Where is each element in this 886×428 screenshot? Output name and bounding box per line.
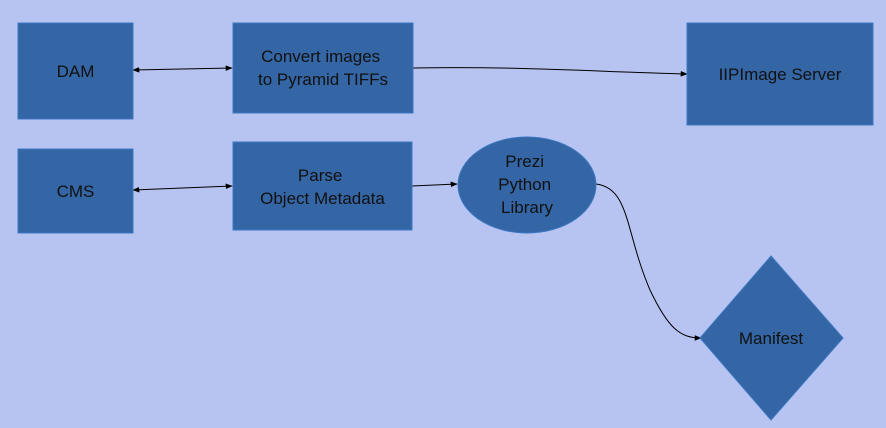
cms-label: CMS [57, 182, 95, 201]
dam-box [17, 22, 134, 120]
node-prezi-library: Prezi Python Library [457, 136, 597, 234]
convert-label-line-2: to Pyramid TIFFs [258, 70, 388, 89]
convert-box [232, 22, 414, 114]
node-cms: CMS [17, 148, 134, 234]
node-iipimage-server: IIPImage Server [686, 22, 874, 126]
prezi-label-line-3: Library [501, 198, 553, 217]
node-convert-images: Convert images to Pyramid TIFFs [232, 22, 414, 114]
parse-label-line-2: Object Metadata [260, 189, 385, 208]
dam-label: DAM [57, 62, 95, 81]
prezi-label: Prezi Python Library [498, 152, 556, 217]
edges [132, 65, 702, 341]
convert-label: Convert images to Pyramid TIFFs [258, 47, 388, 89]
manifest-label: Manifest [739, 329, 804, 348]
parse-label-line-1: Parse [298, 166, 342, 185]
cms-box [17, 148, 134, 234]
iipimage-box [686, 22, 874, 126]
edge-cms-parse [132, 183, 233, 193]
edge-dam-convert [132, 65, 233, 73]
prezi-label-line-1: Prezi [505, 152, 544, 171]
edge-prezi-manifest [595, 183, 702, 341]
parse-label: Parse Object Metadata [260, 166, 385, 208]
manifest-diamond [699, 255, 844, 421]
parse-box [232, 141, 413, 231]
node-parse-metadata: Parse Object Metadata [232, 141, 413, 231]
prezi-ellipse [457, 136, 597, 234]
edge-parse-prezi [411, 181, 458, 188]
iipimage-label: IIPImage Server [719, 65, 842, 84]
edge-convert-iipimage [412, 67, 688, 77]
prezi-label-line-2: Python [498, 175, 551, 194]
convert-label-line-1: Convert images [261, 47, 380, 66]
node-dam: DAM [17, 22, 134, 120]
node-manifest: Manifest [699, 255, 844, 421]
